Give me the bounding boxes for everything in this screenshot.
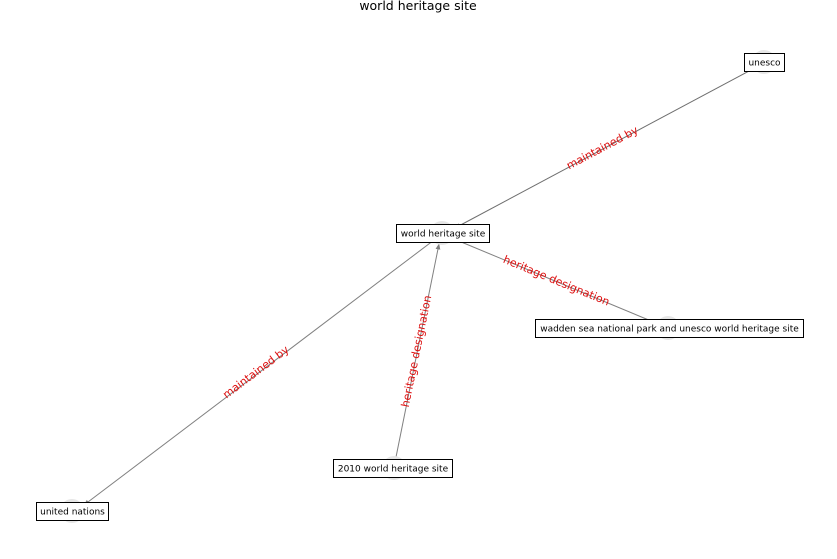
node-wadden-sea: wadden sea national park and unesco worl…: [535, 319, 804, 338]
edge-label-maintained-by-1: maintained by: [564, 123, 641, 172]
edge-unesco-to-whs: [454, 62, 765, 229]
edge-whs-to-wadden: [441, 233, 669, 329]
node-unesco: unesco: [744, 53, 785, 72]
node-label-world-heritage-site: world heritage site: [401, 230, 486, 240]
node-label-unesco: unesco: [748, 59, 781, 69]
node-label-united-nations: united nations: [40, 508, 105, 518]
edge-label-maintained-by-2: maintained by: [220, 343, 292, 401]
edge-label-heritage-designation-1: heritage designation: [501, 253, 611, 309]
node-label-wadden-sea: wadden sea national park and unesco worl…: [540, 325, 799, 335]
node-united-nations: united nations: [36, 502, 109, 521]
node-world-heritage-site: world heritage site: [396, 224, 490, 243]
node-label-2010-world-heritage-site: 2010 world heritage site: [338, 465, 449, 475]
edge-whs-to-united-nations: [83, 233, 443, 506]
diagram-title: world heritage site: [359, 0, 477, 13]
edge-label-heritage-designation-2: heritage designation: [399, 294, 434, 408]
edge-2010-to-whs: [393, 243, 441, 468]
node-2010-world-heritage-site: 2010 world heritage site: [333, 459, 453, 478]
